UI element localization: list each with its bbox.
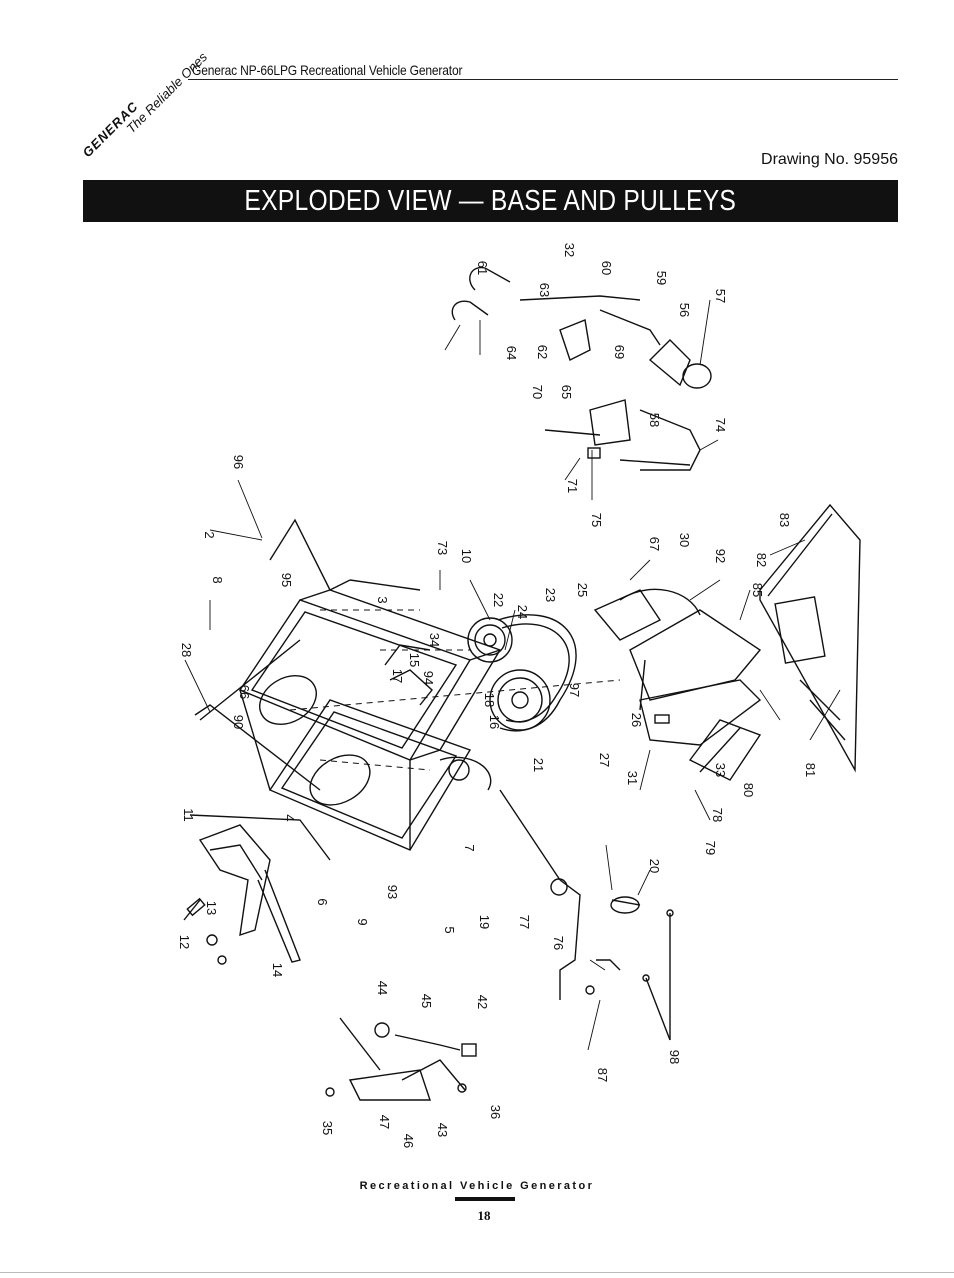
part-callout-18: 18: [482, 693, 497, 707]
part-callout-83: 83: [777, 513, 792, 527]
footer-caption: Recreational Vehicle Generator: [359, 1180, 595, 1192]
part-callout-94: 94: [421, 671, 436, 685]
part-callout-57: 57: [713, 289, 728, 303]
part-callout-3: 3: [375, 596, 390, 603]
part-callout-4: 4: [282, 814, 297, 821]
part-callout-20: 20: [647, 859, 662, 873]
part-callout-96: 96: [231, 455, 246, 469]
part-callout-14: 14: [270, 963, 285, 977]
part-callout-70: 70: [530, 385, 545, 399]
part-callout-23: 23: [543, 588, 558, 602]
part-callout-95: 95: [279, 573, 294, 587]
part-callout-17: 17: [390, 669, 405, 683]
part-callout-43: 43: [435, 1123, 450, 1137]
part-callout-32: 32: [562, 243, 577, 257]
part-callout-12: 12: [177, 935, 192, 949]
part-callout-67: 67: [647, 537, 662, 551]
part-callout-73: 73: [435, 541, 450, 555]
part-callout-82: 82: [754, 553, 769, 567]
part-callout-45: 45: [419, 994, 434, 1008]
page-number: 18: [477, 1208, 491, 1223]
part-callout-90: 90: [231, 715, 246, 729]
part-callout-93: 93: [385, 885, 400, 899]
part-callout-78: 78: [710, 808, 725, 822]
part-callout-6: 6: [315, 898, 330, 905]
part-callout-56: 56: [677, 303, 692, 317]
part-callout-34: 34: [427, 633, 442, 647]
part-callout-65: 65: [559, 385, 574, 399]
upper-linkage: [451, 266, 712, 471]
part-callout-13: 13: [204, 901, 219, 915]
part-callout-11: 11: [181, 808, 196, 822]
part-callout-21: 21: [531, 758, 546, 772]
part-callout-16: 16: [487, 715, 502, 729]
page-title: EXPLODED VIEW — BASE AND PULLEYS: [244, 184, 737, 217]
part-callout-60: 60: [599, 261, 614, 275]
governor-linkage: [325, 1017, 477, 1101]
part-callout-81: 81: [803, 763, 818, 777]
part-callout-35: 35: [320, 1121, 335, 1135]
part-callout-19: 19: [477, 915, 492, 929]
part-callout-25: 25: [575, 583, 590, 597]
part-callout-74: 74: [713, 418, 728, 432]
part-callout-47: 47: [377, 1115, 392, 1129]
part-callout-98: 98: [667, 1050, 682, 1064]
part-callout-63: 63: [537, 283, 552, 297]
base-plate: [759, 503, 861, 773]
part-callout-97: 97: [567, 683, 582, 697]
header-rule: [188, 79, 898, 80]
part-callout-62: 62: [535, 345, 550, 359]
part-callout-30: 30: [677, 533, 692, 547]
part-callout-69: 69: [612, 345, 627, 359]
bottom-edge: [0, 1272, 954, 1273]
part-callout-76: 76: [551, 936, 566, 950]
part-callout-66: 66: [237, 685, 252, 699]
part-callout-2: 2: [202, 531, 217, 538]
pulleys: [384, 614, 577, 791]
part-callout-92: 92: [713, 549, 728, 563]
part-callout-61: 61: [475, 261, 490, 275]
footer-rule: [455, 1197, 515, 1201]
part-callout-10: 10: [459, 549, 474, 563]
part-callout-75: 75: [589, 513, 604, 527]
part-callout-71: 71: [565, 479, 580, 493]
part-callout-27: 27: [597, 753, 612, 767]
generac-logo: GENERAC The Reliable Ones: [80, 49, 210, 160]
document-header-title: Generac NP-66LPG Recreational Vehicle Ge…: [192, 62, 463, 78]
part-callout-64: 64: [504, 346, 519, 360]
part-callout-36: 36: [488, 1105, 503, 1119]
part-callout-85: 85: [750, 583, 765, 597]
part-callout-15: 15: [407, 653, 422, 667]
part-callout-80: 80: [741, 783, 756, 797]
part-callout-8: 8: [210, 576, 225, 583]
part-callout-58: 58: [647, 413, 662, 427]
base-frame: [194, 518, 503, 851]
lower-linkage: [499, 789, 674, 1041]
part-callout-33: 33: [713, 763, 728, 777]
part-callout-59: 59: [654, 271, 669, 285]
part-callout-28: 28: [179, 643, 194, 657]
part-callout-31: 31: [625, 771, 640, 785]
left-bracket: [183, 814, 331, 965]
part-callout-46: 46: [401, 1134, 416, 1148]
page-title-bar: EXPLODED VIEW — BASE AND PULLEYS: [83, 180, 898, 222]
drawing-number: Drawing No. 95956: [761, 151, 898, 168]
part-callout-42: 42: [475, 995, 490, 1009]
part-callout-5: 5: [442, 926, 457, 933]
part-callout-9: 9: [355, 918, 370, 925]
part-callout-79: 79: [703, 841, 718, 855]
part-callout-77: 77: [517, 915, 532, 929]
part-callout-7: 7: [462, 844, 477, 851]
part-callout-44: 44: [375, 981, 390, 995]
part-callout-22: 22: [491, 593, 506, 607]
part-callout-24: 24: [515, 605, 530, 619]
mount-assembly: [593, 588, 762, 781]
part-callout-26: 26: [629, 713, 644, 727]
part-callout-87: 87: [595, 1068, 610, 1082]
